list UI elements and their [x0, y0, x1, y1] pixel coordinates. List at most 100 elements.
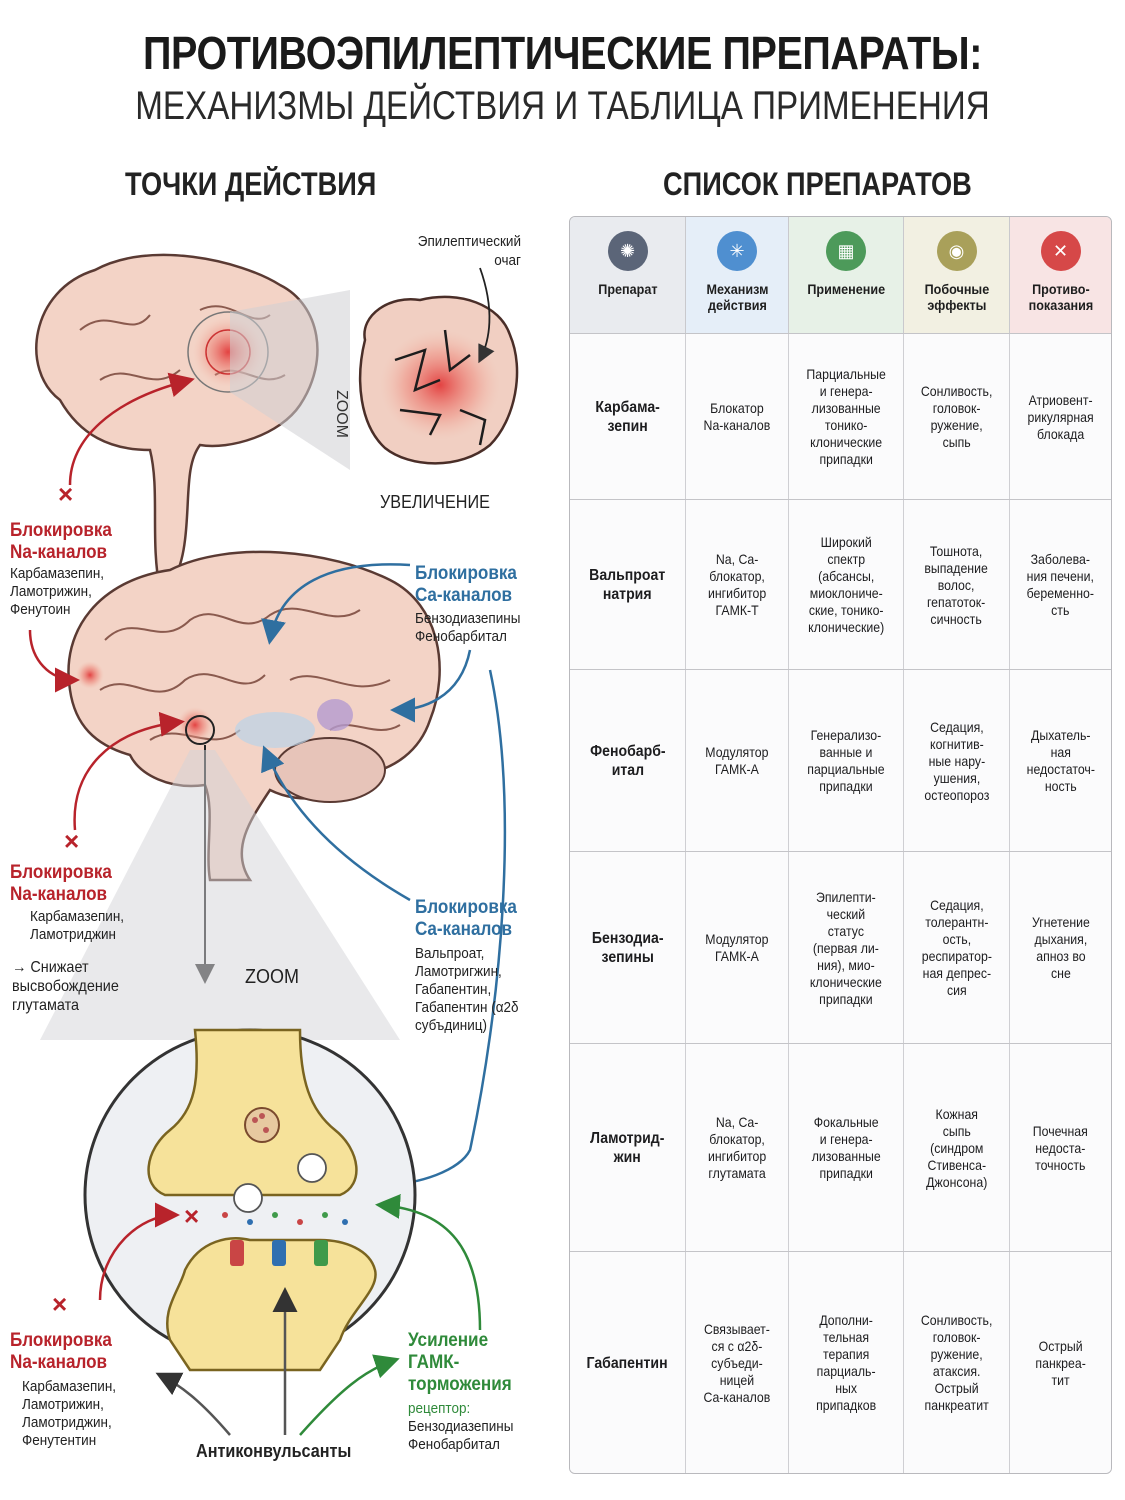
- glutamate-note: → Снижает высвобождение глутамата: [12, 959, 119, 1014]
- header-cell: ◉Побочные эффекты: [904, 217, 1010, 333]
- cell-text: Фенобарб- итал: [589, 743, 666, 779]
- table-cell: Угнетение дыхания, апноз во сне: [1010, 852, 1111, 1044]
- table-cell: Na, Ca- блокатор, ингибитор глутамата: [686, 1044, 789, 1252]
- palette-icon: ◉: [936, 231, 977, 271]
- table-cell: Генерализо- ванные и парциальные припадк…: [789, 670, 904, 852]
- table-cell: Na, Ca- блокатор, ингибитор ГАМК-Т: [686, 500, 789, 670]
- table-row: Ламотрид- жин Na, Ca- блокатор, ингибитор…: [570, 1043, 1111, 1252]
- cell-text: Седация, толерантн- ость, респиратор- на…: [921, 897, 992, 998]
- action-points-diagram: ZOOM × ×: [28, 253, 519, 1436]
- header-cell: ▦Применение: [789, 217, 904, 333]
- drug-name-cell: Бензодиа- зепины: [570, 852, 686, 1044]
- cell-text: Широкий спектр (абсансы, миоклониче- ски…: [807, 534, 885, 635]
- cell-text: Эпилепти- ческий статус (первая ли- ния)…: [810, 888, 882, 1007]
- table-cell: Парциальные и генера- лизованные тонико-…: [789, 334, 904, 500]
- table-cell: Седация, толерантн- ость, респиратор- на…: [904, 852, 1010, 1044]
- gaba-enhance-title: Усиление ГАМК- торможения: [408, 1330, 512, 1395]
- close-icon: ✕: [1040, 231, 1081, 271]
- cell-text: Тошнота, выпадение волос, гепатоток- сич…: [924, 542, 989, 627]
- cell-text: Заболева- ния печени, беременно- сть: [1026, 551, 1095, 618]
- drug-name-cell: Ламотрид- жин: [570, 1044, 686, 1252]
- table-cell: Заболева- ния печени, беременно- сть: [1010, 500, 1111, 670]
- cell-text: Na, Ca- блокатор, ингибитор глутамата: [707, 1114, 767, 1181]
- header-label: Механизм действия: [706, 281, 768, 313]
- na-block-drugs-3: Карбамазепин, Ламотрижин, Ламотриджин, Ф…: [22, 1378, 117, 1449]
- section-title-drug-list: СПИСОК ПРЕПАРАТОВ: [663, 166, 972, 202]
- cell-text: Парциальные и генера- лизованные тонико-…: [806, 366, 886, 467]
- table-cell: Атриовент- рикулярная блокада: [1010, 334, 1111, 500]
- cell-text: Фокальные и генера- лизованные припадки: [811, 1114, 881, 1181]
- gaba-receptor-label: рецептор:: [408, 1400, 471, 1417]
- neuron-icon: ✳: [717, 231, 757, 271]
- calendar-icon: ▦: [826, 231, 866, 271]
- cell-text: Связывает- ся с α2δ- субъеди- ницей Ca-к…: [703, 1320, 771, 1405]
- drug-table: ✺Препарат✳Механизм действия▦Применение◉П…: [569, 216, 1112, 1474]
- cell-text: Габапентин: [586, 1354, 669, 1372]
- cell-text: Кожная сыпь (синдром Стивенса- Джонсона): [925, 1105, 988, 1190]
- header-label: Препарат: [597, 281, 658, 297]
- cell-text: Почечная недоста- точность: [1032, 1122, 1089, 1173]
- table-row: Габапентин Связывает- ся с α2δ- субъеди- …: [570, 1251, 1111, 1473]
- table-cell: Острый панкреа- тит: [1010, 1252, 1111, 1473]
- cell-text: Дыхатель- ная недостаточ- ность: [1026, 727, 1095, 794]
- header-label: Противо- показания: [1028, 281, 1093, 313]
- cell-text: Карбама- зепин: [595, 399, 660, 435]
- cell-text: Ламотрид- жин: [590, 1130, 665, 1166]
- drug-name-cell: Фенобарб- итал: [570, 670, 686, 852]
- table-row: Фенобарб- итал Модулятор ГАМК-А Генерализо…: [570, 669, 1111, 852]
- table-cell: Широкий спектр (абсансы, миоклониче- ски…: [789, 500, 904, 670]
- cell-text: Генерализо- ванные и парциальные припадк…: [807, 727, 885, 794]
- ca-block-drugs-1: Бензодиазепины Фенобарбитал: [415, 610, 521, 645]
- magnified-focus-illustration: [359, 295, 519, 465]
- table-cell: Эпилепти- ческий статус (первая ли- ния)…: [789, 852, 904, 1044]
- cell-text: Дополни- тельная терапия парциаль- ных п…: [815, 1312, 877, 1413]
- table-cell: Модулятор ГАМК-А: [686, 670, 789, 852]
- svg-text:×: ×: [64, 826, 79, 856]
- table-cell: Дыхатель- ная недостаточ- ность: [1010, 670, 1111, 852]
- synapse-illustration: [83, 1028, 417, 1372]
- cell-text: Седация, когнитив- ные нару- ушения, ост…: [924, 718, 989, 803]
- cell-text: Вальпроат натрия: [589, 567, 666, 603]
- table-header: ✺Препарат✳Механизм действия▦Применение◉П…: [570, 217, 1111, 333]
- ca-block-title-2: Блокировка Ca-каналов: [415, 897, 517, 940]
- table-cell: Седация, когнитив- ные нару- ушения, ост…: [904, 670, 1010, 852]
- zoom-cone: [230, 290, 350, 470]
- header-cell: ✺ Препарат: [570, 217, 686, 333]
- cell-text: Модулятор ГАМК-А: [705, 931, 769, 964]
- na-block-title-3: Блокировка Na-каналов: [10, 1330, 112, 1373]
- header-cell: ✳ Механизм действия: [686, 217, 789, 333]
- page-title: ПРОТИВОЭПИЛЕПТИЧЕСКИЕ ПРЕПАРАТЫ:: [143, 27, 982, 79]
- section-title-action-points: ТОЧКИ ДЕЙСТВИЯ: [125, 166, 377, 202]
- anticonvulsants-label: Антиконвульсанты: [196, 1441, 352, 1461]
- table-row: Вальпроат натрия Na, Ca- блокатор, ингиби…: [570, 499, 1111, 670]
- zoom-label: ZOOM: [245, 966, 299, 988]
- svg-text:×: ×: [52, 1289, 67, 1319]
- svg-text:ZOOM: ZOOM: [333, 390, 350, 438]
- table-cell: Тошнота, выпадение волос, гепатоток- сич…: [904, 500, 1010, 670]
- table-cell: Кожная сыпь (синдром Стивенса- Джонсона): [904, 1044, 1010, 1252]
- table-cell: Фокальные и генера- лизованные припадки: [789, 1044, 904, 1252]
- table-row: Бензодиа- зепины Модулятор ГАМК-А Эпилепти…: [570, 851, 1111, 1044]
- cell-text: Сонливость, головок- ружение, сыпь: [920, 383, 993, 450]
- table-cell: Сонливость, головок- ружение, атаксия. О…: [904, 1252, 1010, 1473]
- cell-text: Бензодиа- зепины: [591, 930, 664, 966]
- ca-block-title-1: Блокировка Ca-каналов: [415, 563, 517, 606]
- cerebellum: [274, 737, 386, 803]
- drug-name-cell: Габапентин: [570, 1252, 686, 1473]
- epileptic-focus-label: Эпилептический очаг: [417, 233, 521, 269]
- table-cell: Модулятор ГАМК-А: [686, 852, 789, 1044]
- cell-text: Na, Ca- блокатор, ингибитор ГАМК-Т: [707, 551, 767, 618]
- table-cell: Дополни- тельная терапия парциаль- ных п…: [789, 1252, 904, 1473]
- table-cell: Блокатор Na-каналов: [686, 334, 789, 500]
- na-block-drugs-1: Карбамазепин, Ламотрижин, Фенутоин: [10, 565, 105, 618]
- ca-block-drugs-2: Вальпроат, Ламотригжин, Габапентин, Габа…: [415, 945, 519, 1034]
- drug-name-cell: Вальпроат натрия: [570, 500, 686, 670]
- cell-text: Сонливость, головок- ружение, атаксия. О…: [920, 1312, 993, 1413]
- svg-text:×: ×: [184, 1201, 199, 1231]
- table-cell: Сонливость, головок- ружение, сыпь: [904, 334, 1010, 500]
- magnify-label: УВЕЛИЧЕНИЕ: [380, 492, 490, 512]
- svg-text:×: ×: [58, 479, 73, 509]
- page-subtitle: МЕХАНИЗМЫ ДЕЙСТВИЯ И ТАБЛИЦА ПРИМЕНЕНИЯ: [135, 84, 990, 128]
- brain-icon: ✺: [607, 231, 648, 271]
